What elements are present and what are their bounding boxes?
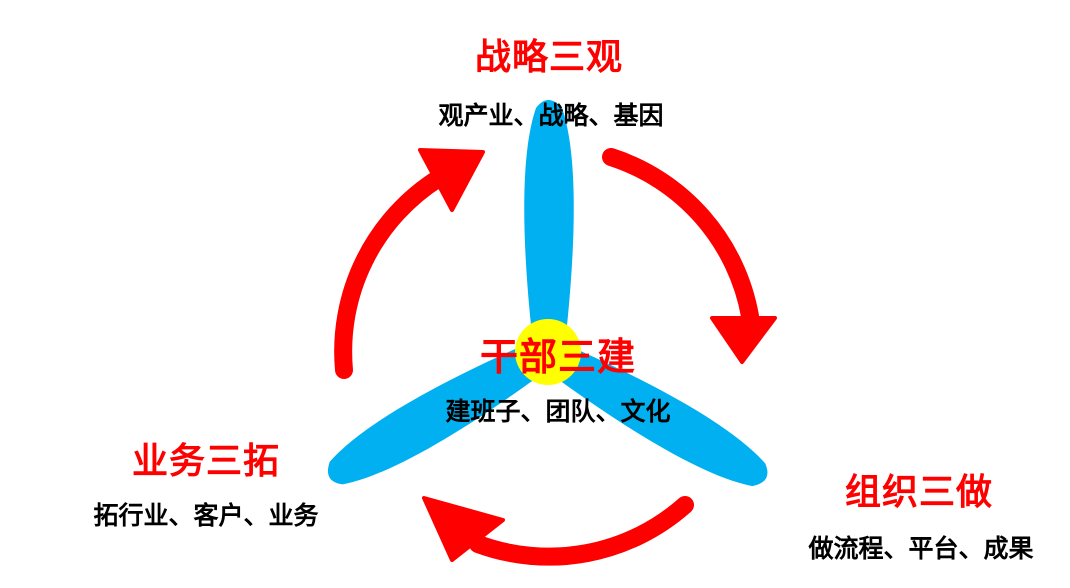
top-subtitle: 观产业、战略、基因 [438,101,664,130]
hub [515,319,581,385]
arrowhead-right [710,316,777,364]
left-title: 业务三拓 [131,441,281,482]
blade-right [553,346,768,487]
propeller [327,100,768,487]
right-title: 组织三做 [844,472,994,513]
center-title: 干部三建 [479,335,637,379]
arrow-top-to-right [602,148,759,325]
arrow-left-to-top [334,169,448,379]
blade-top [524,100,574,335]
center-subtitle: 建班子、团队、文化 [445,397,671,426]
right-subtitle: 做流程、平台、成果 [808,534,1034,563]
arrowhead-bottom [422,496,505,562]
cycle-arrows [334,148,777,566]
left-subtitle: 拓行业、客户、业务 [93,501,319,530]
blade-left [327,344,542,485]
arrowhead-top [418,148,485,212]
arrow-right-to-left [469,496,694,566]
top-title: 战略三观 [474,37,624,78]
